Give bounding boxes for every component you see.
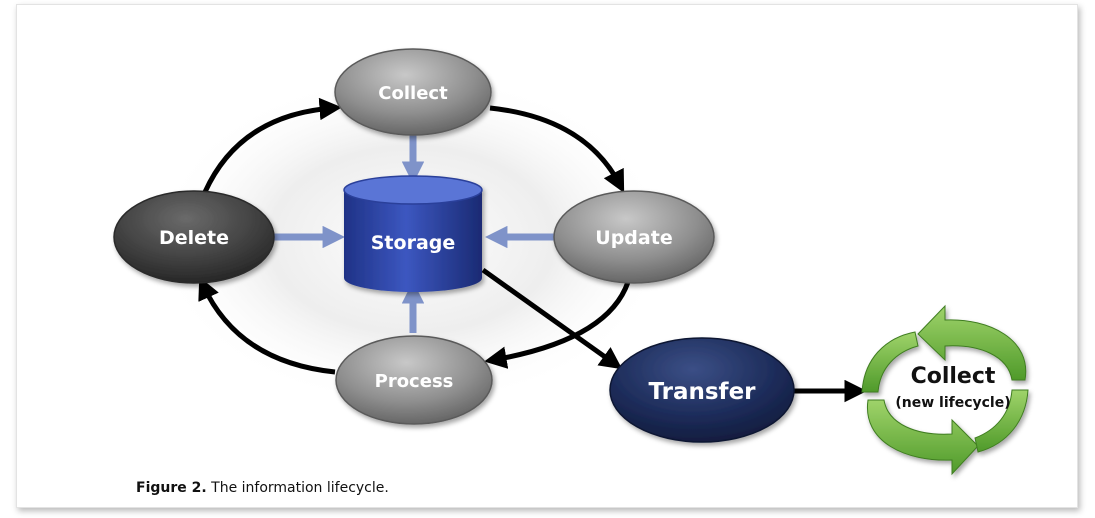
node-storage [343, 175, 483, 292]
figure-caption: Figure 2. The information lifecycle. [136, 480, 389, 496]
node-transfer [609, 337, 795, 443]
arrow-storage-to-transfer [481, 267, 623, 370]
node-transfer-label: Transfer [648, 379, 756, 405]
caption-text: The information lifecycle. [211, 480, 389, 496]
node-storage-label: Storage [371, 232, 456, 254]
node-new-collect-sublabel: (new lifecycle) [895, 395, 1010, 411]
arrow-process-to-delete [198, 276, 336, 375]
arrow-collect-to-update [489, 105, 625, 193]
arrow-update-to-process [484, 281, 631, 369]
node-update [553, 190, 715, 284]
node-collect-label: Collect [378, 83, 448, 104]
node-delete [113, 190, 275, 284]
caption-label: Figure 2. [136, 480, 207, 496]
node-new-collect-label: Collect [911, 364, 996, 389]
node-delete-label: Delete [159, 227, 229, 249]
arrow-delete-to-collect [202, 97, 342, 194]
node-update-label: Update [595, 227, 672, 249]
recycle-arrows-icon [861, 304, 1029, 476]
node-process [335, 335, 493, 425]
node-process-label: Process [375, 371, 454, 392]
node-collect [334, 48, 492, 136]
